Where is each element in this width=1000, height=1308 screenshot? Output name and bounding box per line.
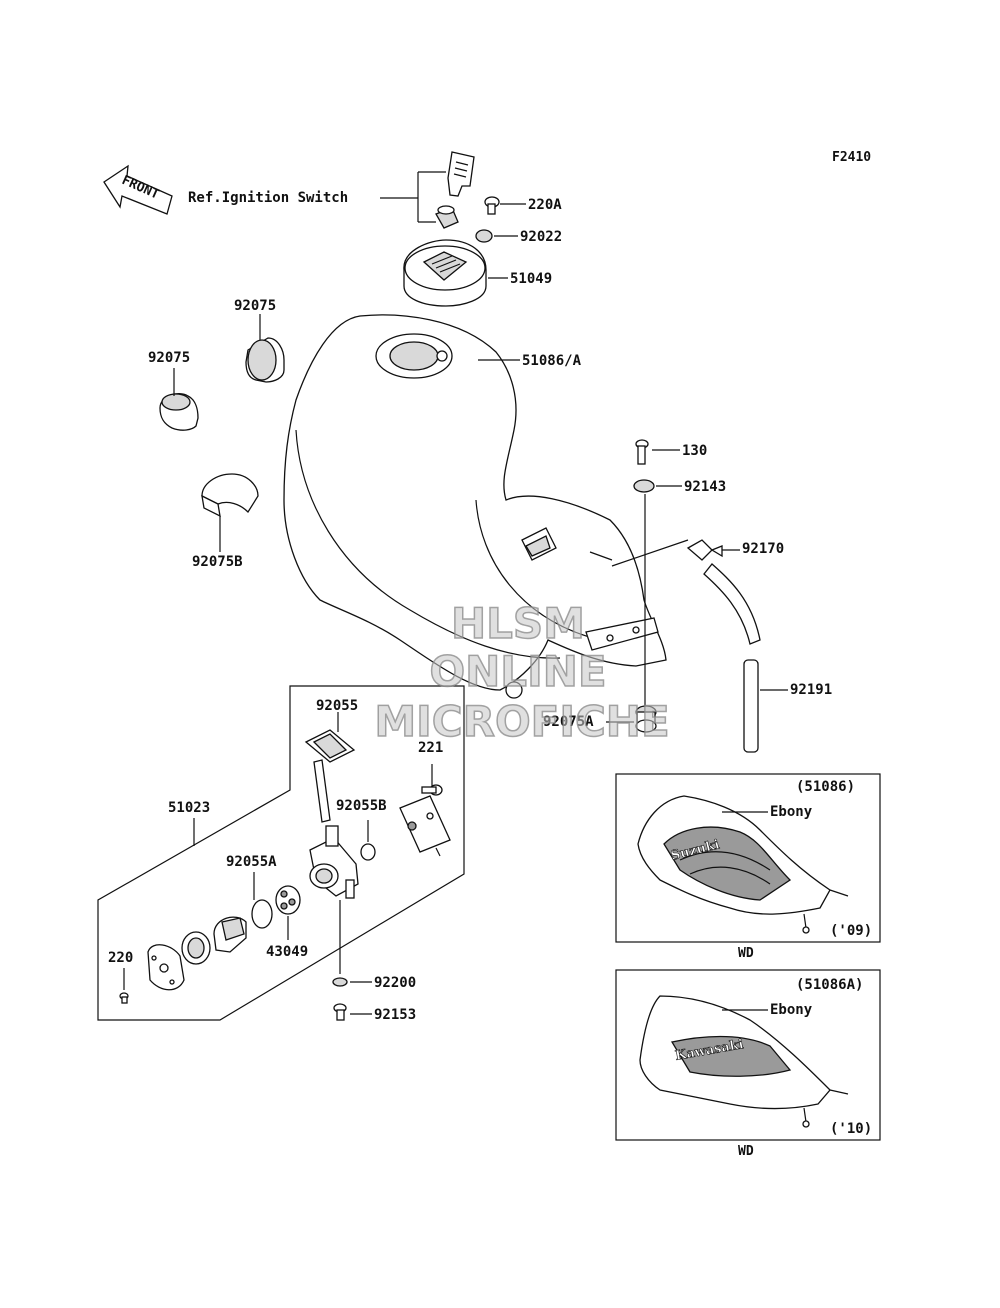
damper-92075b bbox=[201, 473, 259, 518]
watermark: HLSM HLSM ONLINE ONLINE MICROFICHE MICRO… bbox=[374, 598, 671, 747]
callout-43049: 43049 bbox=[266, 944, 308, 960]
figure-code: F2410 bbox=[832, 150, 871, 165]
inset-09-code: (51086) bbox=[796, 779, 855, 795]
collar-92143 bbox=[633, 479, 655, 493]
watermark-line-3-outline: MICROFICHE bbox=[374, 697, 669, 746]
watermark-line-1-outline: HLSM bbox=[451, 599, 585, 648]
filter-43049 bbox=[275, 885, 301, 915]
petcock-cover-plate bbox=[399, 795, 451, 857]
fuel-tank-51086 bbox=[283, 314, 667, 699]
callout-92200: 92200 bbox=[374, 975, 416, 991]
front-arrow-icon: FRONT bbox=[103, 164, 173, 215]
ignition-key-icon bbox=[435, 151, 475, 229]
clip-92170 bbox=[686, 539, 723, 561]
callout-92170: 92170 bbox=[742, 541, 784, 557]
callout-220a: 220A bbox=[528, 197, 562, 213]
petcock-face-plate bbox=[147, 944, 185, 991]
petcock-assembly-frame bbox=[97, 685, 465, 1021]
grommet-92075a bbox=[635, 705, 657, 733]
o-ring-92055b bbox=[360, 843, 376, 861]
bolt-220a bbox=[484, 196, 500, 215]
washer-92200 bbox=[332, 977, 348, 987]
bolt-92153 bbox=[333, 1003, 347, 1021]
callout-92075a: 92075A bbox=[543, 714, 594, 730]
o-ring-92055a bbox=[251, 899, 273, 929]
watermark-line-1: HLSM bbox=[451, 599, 585, 648]
gasket-92055 bbox=[304, 729, 356, 763]
washer-92022 bbox=[475, 229, 493, 243]
callout-92191: 92191 bbox=[790, 682, 832, 698]
watermark-line-3: MICROFICHE bbox=[374, 697, 669, 746]
callout-51086a: 51086/A bbox=[522, 353, 582, 369]
screw-221 bbox=[421, 784, 443, 796]
inset-10-color: Ebony bbox=[770, 1002, 813, 1018]
callout-92022: 92022 bbox=[520, 229, 562, 245]
hose-92191 bbox=[703, 563, 761, 753]
callout-92075b: 92075B bbox=[192, 554, 243, 570]
ref-ignition-switch-label: Ref.Ignition Switch bbox=[188, 190, 348, 206]
damper-92075-top bbox=[245, 337, 285, 383]
fuel-cap-51049 bbox=[403, 239, 487, 307]
inset-09-region: WD bbox=[738, 946, 754, 961]
callout-92055: 92055 bbox=[316, 698, 358, 714]
callout-92153: 92153 bbox=[374, 1007, 416, 1023]
callout-220: 220 bbox=[108, 950, 133, 966]
inset-10-region: WD bbox=[738, 1144, 754, 1159]
watermark-line-2-outline: ONLINE bbox=[429, 647, 606, 696]
fuel-petcock-body bbox=[309, 759, 359, 899]
callout-221: 221 bbox=[418, 740, 443, 756]
petcock-lever bbox=[213, 916, 247, 953]
inset-10-code: (51086A) bbox=[796, 977, 863, 993]
callout-92055b: 92055B bbox=[336, 798, 387, 814]
inset-09-year: ('09) bbox=[830, 923, 872, 939]
inset-51086a-2010: (51086A) Kawasaki Ebony ('10) bbox=[615, 969, 881, 1141]
callout-92055a: 92055A bbox=[226, 854, 277, 870]
inset-51086-2009: (51086) Suzuki Ebony ('09) bbox=[615, 773, 881, 943]
callout-92143: 92143 bbox=[684, 479, 726, 495]
callout-92075-left: 92075 bbox=[148, 350, 190, 366]
bolt-130 bbox=[635, 439, 649, 465]
callout-130: 130 bbox=[682, 443, 707, 459]
callout-51023: 51023 bbox=[168, 800, 210, 816]
watermark-line-2: ONLINE bbox=[429, 647, 606, 696]
callout-92075-top: 92075 bbox=[234, 298, 276, 314]
inset-10-year: ('10) bbox=[830, 1121, 872, 1137]
inset-09-color: Ebony bbox=[770, 804, 813, 820]
callout-51049: 51049 bbox=[510, 271, 552, 287]
screw-220 bbox=[119, 992, 129, 1004]
damper-92075-left bbox=[159, 393, 199, 431]
